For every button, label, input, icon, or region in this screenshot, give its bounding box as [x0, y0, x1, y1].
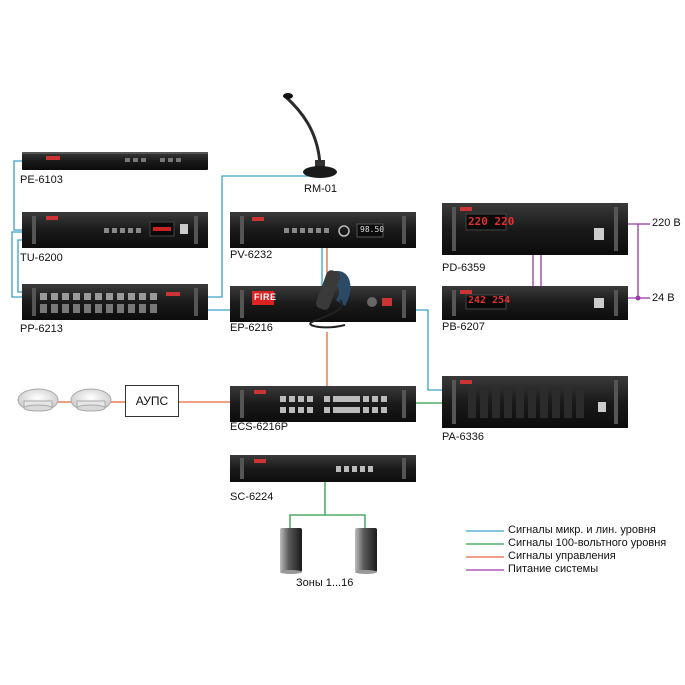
- fire-badge: FIRE: [254, 292, 277, 302]
- pa-6336-vent: [504, 388, 512, 418]
- legend-item-power: Питание системы: [508, 563, 599, 575]
- ecs-6216p-button: [289, 396, 295, 402]
- pp-6213-fader: [95, 304, 102, 313]
- pa-6336-vent: [552, 388, 560, 418]
- smoke-detector-2: [70, 388, 112, 412]
- pa-6336-vent: [480, 388, 488, 418]
- label-pd-6359: PD-6359: [442, 262, 486, 274]
- label-pa-6336: PA-6336: [442, 431, 484, 443]
- ecs-6216p-button: [298, 396, 304, 402]
- rack-ecs-6216p: [230, 386, 416, 422]
- ecs-6216p-button: [354, 396, 360, 402]
- legend-swatches: [466, 530, 504, 571]
- v100-wires: [289, 402, 442, 528]
- label-tu-6200: TU-6200: [20, 252, 63, 264]
- ecs-6216p-button: [307, 407, 313, 413]
- column-speaker-2: [355, 528, 377, 574]
- rack-pe-6103: [22, 152, 208, 170]
- ecs-6216p-button: [381, 407, 387, 413]
- pp-6213-knob: [40, 293, 47, 300]
- label-pb-6207: PB-6207: [442, 321, 485, 333]
- rack-pa-6336: [442, 376, 628, 428]
- pp-6213-knob: [106, 293, 113, 300]
- ecs-6216p-button: [381, 396, 387, 402]
- pa-6336-vent: [564, 388, 572, 418]
- label-pp-6213: PP-6213: [20, 323, 63, 335]
- pp-6213-fader: [62, 304, 69, 313]
- pp-6213-fader: [128, 304, 135, 313]
- ecs-6216p-button: [280, 396, 286, 402]
- ecs-6216p-button: [345, 396, 351, 402]
- pp-6213-fader: [117, 304, 124, 313]
- pp-6213-knob: [51, 293, 58, 300]
- pp-6213-knob: [150, 293, 157, 300]
- ecs-6216p-button: [280, 407, 286, 413]
- pp-6213-knob: [128, 293, 135, 300]
- column-speaker-1: [280, 528, 302, 574]
- line-level-wires: [11, 160, 442, 391]
- pb-6207-display: 242 254: [468, 295, 511, 306]
- legend-item-control: Сигналы управления: [508, 550, 616, 562]
- ecs-6216p-button: [363, 396, 369, 402]
- rack-sc-6224: [230, 455, 416, 482]
- ecs-6216p-button: [324, 407, 330, 413]
- handheld-microphone: [309, 270, 351, 329]
- pa-6336-vent: [492, 388, 500, 418]
- ecs-6216p-button: [363, 407, 369, 413]
- legend-item-line-level: Сигналы микр. и лин. уровня: [508, 524, 656, 536]
- ecs-6216p-button: [307, 396, 313, 402]
- ecs-6216p-button: [372, 396, 378, 402]
- rack-pp-6213: [22, 284, 208, 320]
- label-pv-6232: PV-6232: [230, 249, 273, 261]
- label-sc-6224: SC-6224: [230, 491, 274, 503]
- legend-item-100v: Сигналы 100-вольтного уровня: [508, 537, 667, 549]
- pa-6336-vent: [468, 388, 476, 418]
- ecs-6216p-button: [354, 407, 360, 413]
- power-24-label: 24 В: [652, 292, 675, 304]
- power-junction: [635, 295, 641, 301]
- label-ecs-6216p: ECS-6216P: [230, 421, 289, 433]
- control-wires: [55, 247, 328, 403]
- label-rm-01: RM-01: [304, 183, 338, 195]
- pp-6213-fader: [106, 304, 113, 313]
- ecs-6216p-button: [336, 396, 342, 402]
- pa-6336-vent: [576, 388, 584, 418]
- ecs-6216p-button: [345, 407, 351, 413]
- ecs-6216p-button: [289, 407, 295, 413]
- ecs-6216p-button: [298, 407, 304, 413]
- pa-6336-vent: [516, 388, 524, 418]
- pp-6213-fader: [73, 304, 80, 313]
- pp-6213-knob: [139, 293, 146, 300]
- aups-box: АУПС: [125, 385, 179, 417]
- pp-6213-knob: [117, 293, 124, 300]
- power-220-label: 220 В: [652, 217, 681, 229]
- ecs-6216p-button: [372, 407, 378, 413]
- pp-6213-fader: [139, 304, 146, 313]
- rack-pd-6359: [442, 203, 628, 255]
- pv-6232-display: 98.50: [360, 225, 385, 234]
- pa-6336-vent: [528, 388, 536, 418]
- pp-6213-knob: [73, 293, 80, 300]
- pa-6336-vent: [540, 388, 548, 418]
- rm-01-microphone: [283, 93, 337, 178]
- pd-6359-display: 220 220: [468, 215, 515, 228]
- rack-pb-6207: [442, 286, 628, 320]
- pp-6213-fader: [51, 304, 58, 313]
- pp-6213-fader: [40, 304, 47, 313]
- zones-label: Зоны 1...16: [296, 577, 354, 589]
- pp-6213-knob: [95, 293, 102, 300]
- pp-6213-knob: [62, 293, 69, 300]
- pp-6213-knob: [84, 293, 91, 300]
- smoke-detector-1: [17, 388, 59, 412]
- ecs-6216p-button: [324, 396, 330, 402]
- rack-pv-6232: [230, 212, 416, 248]
- label-ep-6216: EP-6216: [230, 322, 273, 334]
- rack-tu-6200: [22, 212, 208, 248]
- pp-6213-fader: [84, 304, 91, 313]
- pp-6213-fader: [150, 304, 157, 313]
- label-pe-6103: PE-6103: [20, 174, 63, 186]
- ecs-6216p-button: [336, 407, 342, 413]
